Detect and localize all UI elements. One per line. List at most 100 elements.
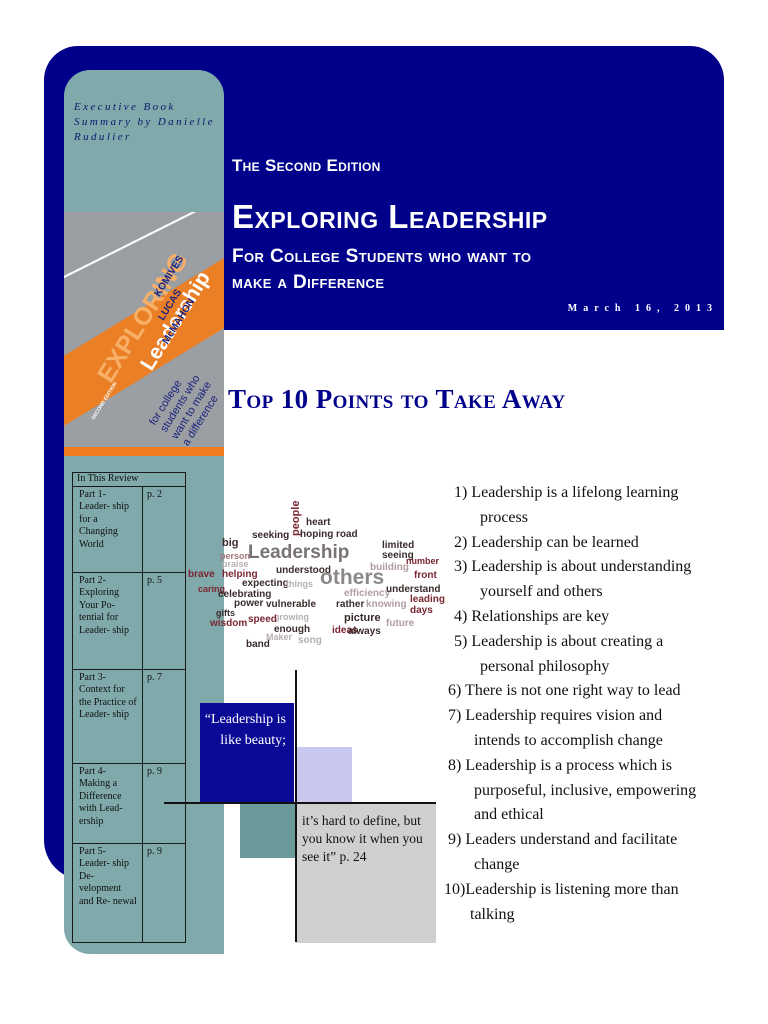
point-number: 9) <box>448 831 462 849</box>
review-page: p. 7 <box>142 668 186 764</box>
quote-box-lavender <box>296 747 352 802</box>
review-page: p. 9 <box>142 842 186 943</box>
quote-part-1: “Leadership is like beauty; <box>204 712 286 748</box>
review-part: Part 1- Leader- ship for a Changing Worl… <box>72 485 143 573</box>
review-part: Part 5- Leader- ship De- velopment and R… <box>72 842 143 943</box>
point-text: Leadership can be learned <box>471 533 639 551</box>
book-cover-art: EXPLORING Leadership KOMIVES LUCAS McMAH… <box>64 212 224 456</box>
word-cloud-word: number <box>406 556 440 566</box>
word-cloud-word: picture <box>344 612 381 624</box>
edition-label: The Second Edition <box>232 156 381 175</box>
subtitle-line-1: For College Students who want to <box>232 246 532 267</box>
table-row: Part 2- Exploring Your Po- tential for L… <box>72 571 186 670</box>
word-cloud-word: building <box>370 562 409 573</box>
point-text: Relationships are key <box>471 607 610 625</box>
word-cloud-word: days <box>410 605 433 616</box>
word-cloud-word: front <box>414 570 437 581</box>
quote-box-teal <box>240 803 296 858</box>
word-cloud: seeking people heart big hoping road lim… <box>188 498 445 668</box>
word-cloud-word: efficiency <box>344 588 391 599</box>
cover-orange-strip <box>64 447 224 456</box>
point-text: Leadership is a lifelong learning <box>471 484 679 501</box>
word-cloud-word: Leadership <box>248 542 350 563</box>
point-text-continued: yourself and others <box>480 583 603 601</box>
review-part: Part 3- Context for the Practice of Lead… <box>72 668 143 764</box>
word-cloud-word: understood <box>276 565 331 576</box>
point-text-continued: purposeful, inclusive, empowering <box>474 781 697 799</box>
word-cloud-word: Maker <box>266 632 293 642</box>
book-subtitle: For College Students who want to make a … <box>232 244 712 296</box>
publication-date: March 16, 2013 <box>567 303 718 314</box>
subtitle-line-2: make a Difference <box>232 272 385 293</box>
word-cloud-word: celebrating <box>218 589 272 600</box>
list-item: 9) Leaders understand and facilitate cha… <box>444 828 754 878</box>
word-cloud-word: growing <box>274 612 309 622</box>
word-cloud-word: rather <box>336 599 365 610</box>
review-table-header-row: In This Review <box>72 472 186 487</box>
word-cloud-word: knowing <box>366 599 407 610</box>
word-cloud-word: ideas <box>332 625 358 636</box>
list-item: 8) Leadership is a process which is purp… <box>444 754 754 828</box>
point-text-continued: talking <box>470 905 515 923</box>
table-row: Part 5- Leader- ship De- velopment and R… <box>72 842 186 943</box>
point-text: There is not one right way to lead <box>465 682 681 700</box>
point-text: Leadership is listening more than <box>465 880 679 898</box>
word-cloud-word: band <box>246 639 270 650</box>
quote-divider-vertical <box>295 670 297 942</box>
quote-divider-horizontal <box>164 802 436 804</box>
word-cloud-word: helping <box>222 569 258 580</box>
top-points-list: 1) Leadership is a lifelong learning pro… <box>444 481 754 927</box>
word-cloud-word: expecting <box>242 578 289 589</box>
word-cloud-word: always <box>348 626 381 637</box>
quote-part-2: it’s hard to define, but you know it whe… <box>302 813 423 864</box>
point-number: 6) <box>448 682 462 700</box>
word-cloud-word: seeing <box>382 550 414 561</box>
word-cloud-word: road <box>336 529 358 540</box>
review-table-header: In This Review <box>72 472 186 487</box>
word-cloud-word: power <box>234 598 264 609</box>
word-cloud-word: hoping <box>300 529 334 540</box>
table-row: Part 4- Making a Difference with Lead- e… <box>72 762 186 844</box>
list-item: 3) Leadership is about understanding you… <box>444 555 754 605</box>
list-item: 7) Leadership requires vision and intend… <box>444 704 754 754</box>
point-text-continued: change <box>474 855 520 873</box>
word-cloud-word: others <box>320 566 385 589</box>
point-text: Leadership is a process which is <box>465 756 672 774</box>
word-cloud-word: person <box>220 551 251 561</box>
point-number: 2) <box>454 533 468 551</box>
byline: Executive Book Summary by Danielle Rudul… <box>74 101 215 143</box>
word-cloud-word: understand <box>386 584 441 595</box>
book-title: Exploring Leadership <box>232 198 548 235</box>
word-cloud-word: brave <box>188 569 215 580</box>
review-table: In This Review Part 1- Leader- ship for … <box>72 472 186 943</box>
word-cloud-word: limited <box>382 540 415 551</box>
point-number: 5) <box>454 632 468 650</box>
point-text-continued: personal philosophy <box>480 657 610 675</box>
word-cloud-word: song <box>298 635 322 646</box>
word-cloud-word: gifts <box>216 608 235 618</box>
point-text-continued: intends to accomplish change <box>474 731 663 749</box>
point-text: Leadership is about creating a <box>471 632 664 650</box>
review-page: p. 5 <box>142 571 186 670</box>
point-number: 3) <box>454 558 468 576</box>
word-cloud-word: caring <box>198 584 226 594</box>
word-cloud-word: things <box>286 579 313 589</box>
point-text: Leadership requires vision and <box>465 707 663 725</box>
word-cloud-word: enough <box>274 624 311 635</box>
section-title: Top 10 Points to Take Away <box>228 384 566 414</box>
point-number: 10) <box>444 880 466 898</box>
list-item: 1) Leadership is a lifelong learning pro… <box>444 481 754 531</box>
word-cloud-word: heart <box>306 517 331 528</box>
word-cloud-word: vulnerable <box>266 599 317 610</box>
word-cloud-word: wisdom <box>210 618 248 629</box>
table-row: Part 1- Leader- ship for a Changing Worl… <box>72 485 186 573</box>
list-item: 6) There is not one right way to lead <box>444 679 754 704</box>
word-cloud-word: future <box>386 618 415 629</box>
list-item: 4) Relationships are key <box>444 605 754 630</box>
review-part: Part 2- Exploring Your Po- tential for L… <box>72 571 143 670</box>
review-page: p. 2 <box>142 485 186 573</box>
point-number: 1) <box>454 484 468 501</box>
word-cloud-word: leading <box>410 594 446 605</box>
word-cloud-word: speed <box>248 614 277 625</box>
book-cover-image: EXPLORING Leadership KOMIVES LUCAS McMAH… <box>64 212 224 456</box>
